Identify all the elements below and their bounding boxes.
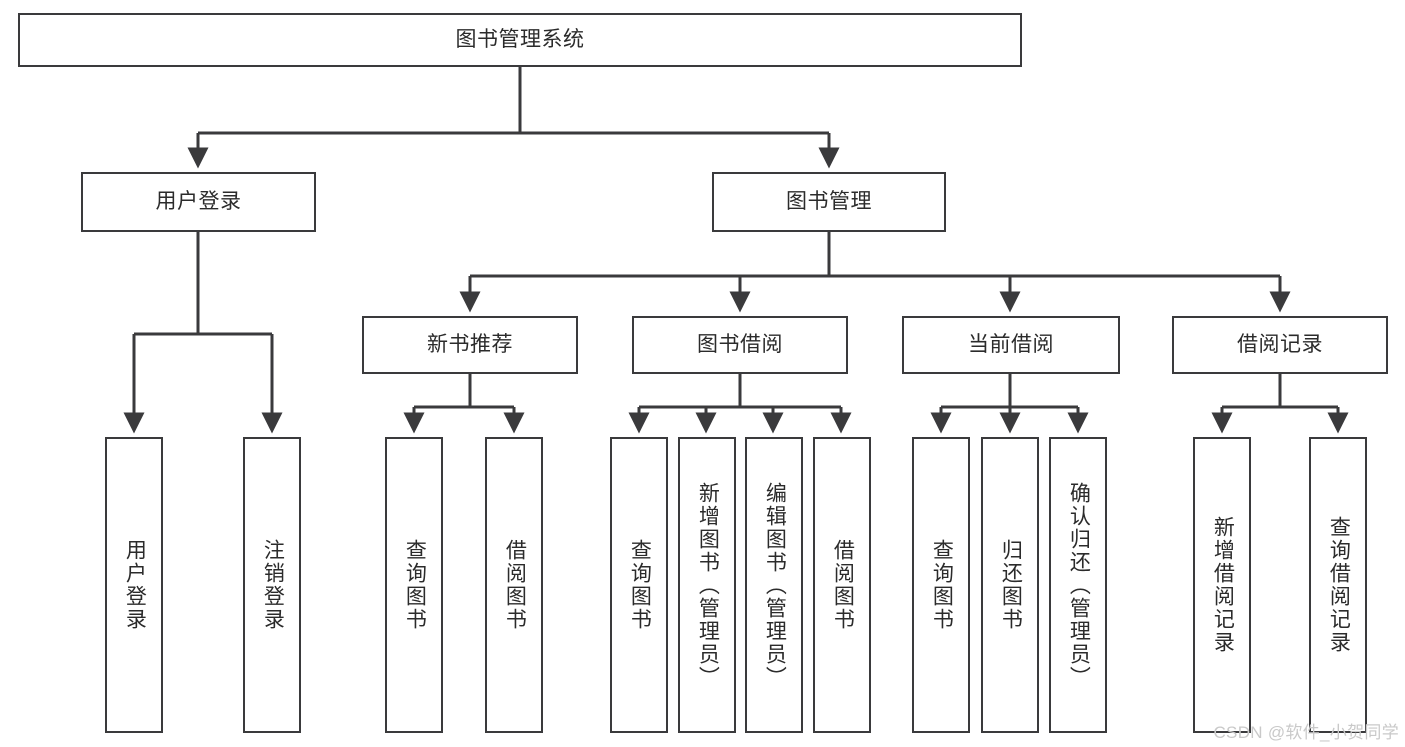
node-book-borrow[interactable]: 图书借阅	[632, 316, 848, 374]
leaf-borrow-book[interactable]: 借阅图书	[813, 437, 871, 733]
node-label: 查询图书	[930, 539, 954, 631]
node-label: 图书管理	[786, 189, 872, 213]
node-new-book-recommend[interactable]: 新书推荐	[362, 316, 578, 374]
leaf-return-book[interactable]: 归还图书	[981, 437, 1039, 733]
leaf-query-book-current[interactable]: 查询图书	[912, 437, 970, 733]
node-borrow-record[interactable]: 借阅记录	[1172, 316, 1388, 374]
leaf-user-login[interactable]: 用户登录	[105, 437, 163, 733]
node-label: 图书管理系统	[455, 27, 585, 51]
node-book-management[interactable]: 图书管理	[712, 172, 946, 232]
leaf-add-book-admin[interactable]: 新增图书（管理员）	[678, 437, 736, 733]
node-label: 查询借阅记录	[1327, 516, 1351, 654]
node-label: 借阅图书	[503, 539, 527, 631]
node-label: 用户登录	[123, 539, 147, 631]
leaf-query-borrow-record[interactable]: 查询借阅记录	[1309, 437, 1367, 733]
node-label: 注销登录	[261, 539, 285, 631]
node-current-borrow[interactable]: 当前借阅	[902, 316, 1120, 374]
node-label: 新书推荐	[427, 332, 513, 356]
node-label: 当前借阅	[968, 332, 1054, 356]
node-label: 图书借阅	[697, 332, 783, 356]
node-root-system[interactable]: 图书管理系统	[18, 13, 1022, 67]
node-label: 新增借阅记录	[1211, 516, 1235, 654]
node-label: 编辑图书（管理员）	[763, 481, 787, 689]
node-user-login[interactable]: 用户登录	[81, 172, 316, 232]
node-label: 新增图书（管理员）	[696, 481, 720, 689]
leaf-query-book-borrow[interactable]: 查询图书	[610, 437, 668, 733]
leaf-confirm-return-admin[interactable]: 确认归还（管理员）	[1049, 437, 1107, 733]
leaf-add-borrow-record[interactable]: 新增借阅记录	[1193, 437, 1251, 733]
node-label: 查询图书	[403, 539, 427, 631]
node-label: 借阅图书	[831, 539, 855, 631]
node-label: 用户登录	[155, 189, 242, 213]
leaf-logout[interactable]: 注销登录	[243, 437, 301, 733]
node-label: 归还图书	[999, 539, 1023, 631]
leaf-query-book-new[interactable]: 查询图书	[385, 437, 443, 733]
node-label: 确认归还（管理员）	[1067, 481, 1091, 689]
csdn-watermark: CSDN @软件_小贺同学	[1213, 723, 1399, 742]
leaf-borrow-book-new[interactable]: 借阅图书	[485, 437, 543, 733]
node-label: 查询图书	[628, 539, 652, 631]
node-label: 借阅记录	[1237, 332, 1323, 356]
leaf-edit-book-admin[interactable]: 编辑图书（管理员）	[745, 437, 803, 733]
